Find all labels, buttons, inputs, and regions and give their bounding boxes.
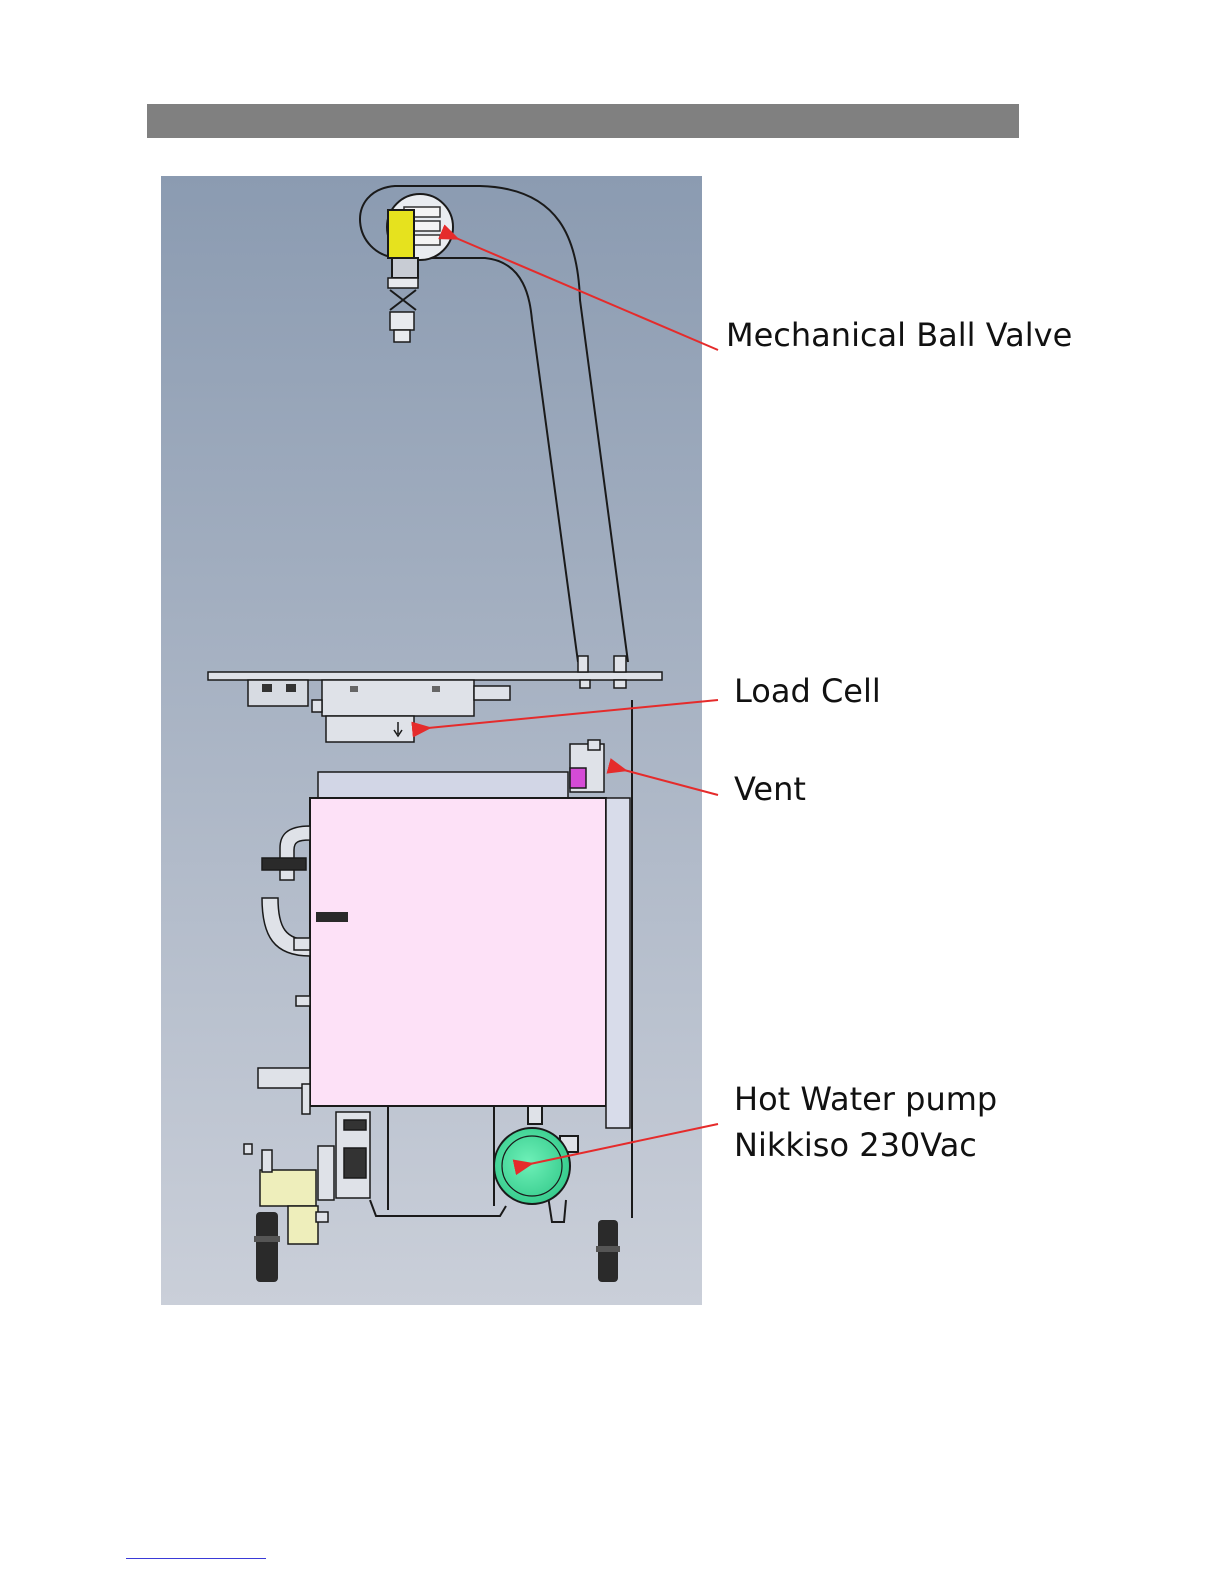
label-vent: Vent (734, 766, 806, 812)
vent-fitting (570, 740, 604, 792)
tank (310, 798, 606, 1106)
label-pump-line2: Nikkiso 230Vac (734, 1122, 977, 1168)
tank-lid (318, 772, 568, 798)
side-panel (606, 798, 630, 1128)
drawing-panel (161, 176, 702, 1305)
label-load-cell: Load Cell (734, 668, 881, 714)
footer-rule (126, 1558, 266, 1559)
label-pump-line1: Hot Water pump (734, 1076, 997, 1122)
label-ball-valve: Mechanical Ball Valve (726, 312, 1072, 358)
